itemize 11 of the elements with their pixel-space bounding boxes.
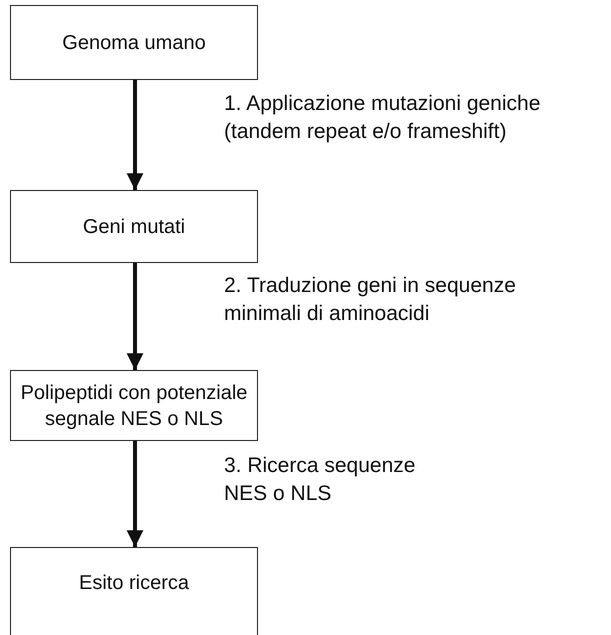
box-text: Esito ricerca [78, 571, 190, 596]
arrow [126, 80, 144, 190]
process-box [10, 370, 258, 441]
process-box [10, 547, 258, 635]
arrow [126, 263, 144, 370]
process-box [10, 5, 258, 80]
box-text: Geni mutati [82, 214, 186, 240]
arrow [126, 441, 144, 547]
box-text: Genoma umano [62, 30, 206, 56]
box-text: Polipeptidi con potenziale segnale NES o NLS [20, 380, 248, 432]
process-box [10, 190, 258, 263]
